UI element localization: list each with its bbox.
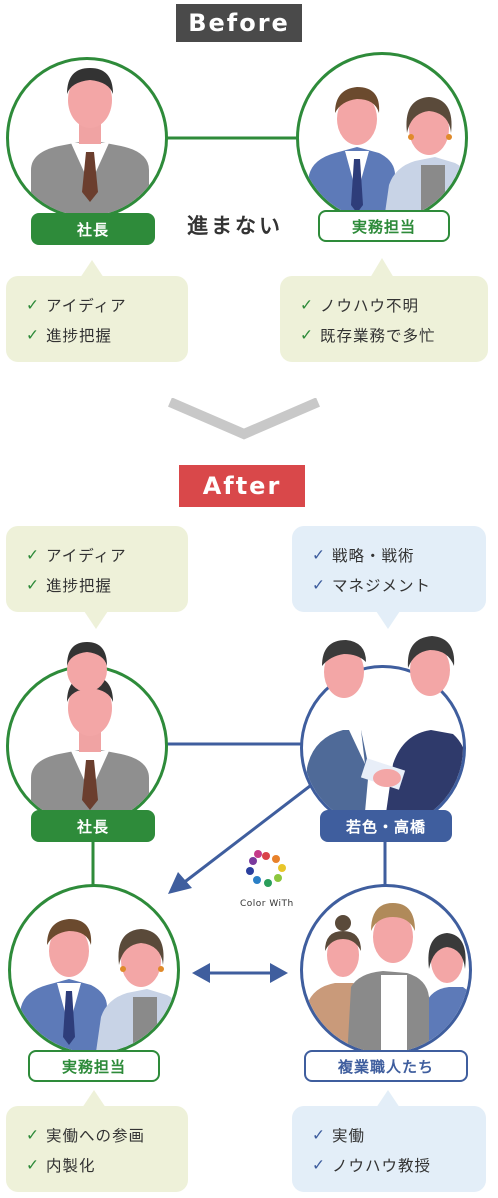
check-icon: ✓ bbox=[26, 326, 40, 344]
list-item: ✓進捗把握 bbox=[26, 326, 113, 345]
list-item: ✓戦略・戦術 bbox=[312, 546, 415, 565]
check-icon: ✓ bbox=[300, 296, 314, 314]
logo-text: Color WiTh bbox=[240, 899, 294, 909]
color-with-logo bbox=[246, 850, 286, 887]
list-item: ✓ノウハウ教授 bbox=[312, 1156, 432, 1175]
bubble-pointer bbox=[82, 1090, 106, 1108]
consultants-heads-overflow bbox=[322, 636, 455, 698]
list-item: ✓マネジメント bbox=[312, 576, 432, 595]
president-figure-icon bbox=[31, 68, 149, 216]
president-head-overflow bbox=[67, 642, 107, 690]
consultants-points-bubble: ✓戦略・戦術 ✓マネジメント bbox=[292, 526, 486, 612]
craftsmen-points-bubble: ✓実働 ✓ノウハウ教授 bbox=[292, 1106, 486, 1192]
chevron-down-icon bbox=[168, 398, 320, 440]
president-after-points-bubble: ✓アイディア ✓進捗把握 bbox=[6, 526, 188, 612]
staff-label: 実務担当 bbox=[318, 210, 450, 242]
list-item: ✓アイディア bbox=[26, 296, 127, 315]
list-item: ✓実働への参画 bbox=[26, 1126, 146, 1145]
check-icon: ✓ bbox=[26, 1156, 40, 1174]
check-icon: ✓ bbox=[300, 326, 314, 344]
consultants-figure-icon bbox=[303, 730, 463, 828]
check-icon: ✓ bbox=[26, 1126, 40, 1144]
staff-figure-icon bbox=[15, 919, 177, 1053]
status-text: 進まない bbox=[187, 214, 283, 238]
double-arrow-icon bbox=[192, 963, 288, 983]
president-label: 社長 bbox=[31, 213, 155, 245]
check-icon: ✓ bbox=[26, 546, 40, 564]
staff-avatar-circle bbox=[296, 52, 468, 224]
president-points-bubble: ✓アイディア ✓進捗把握 bbox=[6, 276, 188, 362]
list-item: ✓内製化 bbox=[26, 1156, 96, 1175]
staff-after-avatar-circle bbox=[8, 884, 180, 1056]
president-figure-icon bbox=[31, 676, 149, 824]
list-item: ✓アイディア bbox=[26, 546, 127, 565]
list-item: ✓進捗把握 bbox=[26, 576, 113, 595]
after-tag: After bbox=[179, 465, 305, 507]
arrow-icon bbox=[168, 784, 311, 894]
bubble-pointer bbox=[370, 258, 394, 278]
check-icon: ✓ bbox=[312, 1126, 326, 1144]
president-avatar-circle bbox=[6, 57, 168, 219]
after-tag-text: After bbox=[202, 472, 282, 500]
list-item: ✓既存業務で多忙 bbox=[300, 326, 436, 345]
president-after-avatar-circle bbox=[6, 665, 168, 827]
president-after-label: 社長 bbox=[31, 810, 155, 842]
check-icon: ✓ bbox=[312, 1156, 326, 1174]
list-item: ✓実働 bbox=[312, 1126, 366, 1145]
check-icon: ✓ bbox=[312, 546, 326, 564]
staff-points-bubble: ✓ノウハウ不明 ✓既存業務で多忙 bbox=[280, 276, 488, 362]
bubble-pointer bbox=[84, 611, 108, 629]
before-tag-text: Before bbox=[188, 9, 290, 37]
staff-after-points-bubble: ✓実働への参画 ✓内製化 bbox=[6, 1106, 188, 1192]
craftsmen-figure-icon bbox=[303, 903, 469, 1053]
before-tag: Before bbox=[176, 4, 302, 42]
craftsmen-avatar-circle bbox=[300, 884, 472, 1056]
consultants-avatar-circle bbox=[300, 665, 466, 831]
list-item: ✓ノウハウ不明 bbox=[300, 296, 420, 315]
craftsmen-label: 複業職人たち bbox=[304, 1050, 468, 1082]
check-icon: ✓ bbox=[312, 576, 326, 594]
check-icon: ✓ bbox=[26, 296, 40, 314]
bubble-pointer bbox=[80, 260, 104, 278]
before-connector-line bbox=[150, 136, 310, 140]
bubble-pointer bbox=[376, 1090, 400, 1108]
staff-after-label: 実務担当 bbox=[28, 1050, 160, 1082]
staff-figure-icon bbox=[303, 87, 465, 221]
check-icon: ✓ bbox=[26, 576, 40, 594]
bubble-pointer bbox=[376, 611, 400, 629]
consultants-label: 若色・高橋 bbox=[320, 810, 452, 842]
